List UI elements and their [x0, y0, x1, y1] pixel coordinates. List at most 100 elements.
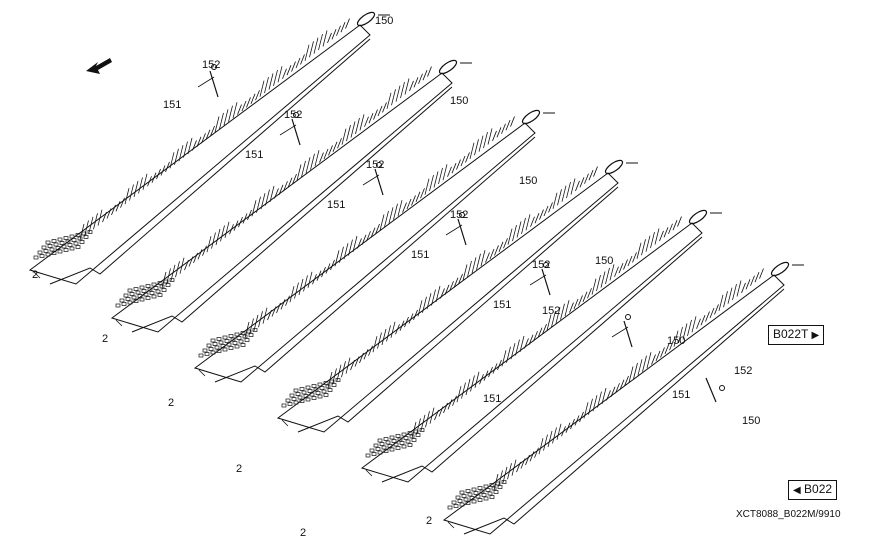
- sieve-fin: [260, 193, 266, 210]
- grid-cell: [407, 431, 413, 435]
- sieve-fin: [732, 283, 737, 301]
- sieve-fin: [395, 85, 401, 102]
- tray-flange: [381, 236, 703, 483]
- grid-cell: [297, 395, 303, 400]
- sieve-fin: [507, 228, 513, 245]
- sieve-fin: [584, 173, 589, 184]
- leader-line: [197, 76, 215, 88]
- sieve-fin: [255, 90, 260, 101]
- sieve-fin: [193, 252, 198, 264]
- grid-cell: [228, 334, 234, 338]
- sieve-fin: [440, 288, 445, 299]
- sieve-fin: [627, 255, 633, 267]
- sieve-fin: [515, 339, 520, 356]
- grid-cell: [121, 302, 127, 306]
- sieve-fin: [668, 223, 673, 234]
- sieve-fin: [588, 398, 593, 415]
- sieve-fin: [624, 375, 629, 387]
- sieve-fin: [418, 73, 423, 84]
- sieve-fin: [714, 304, 719, 315]
- sieve-fin: [443, 402, 448, 414]
- sieve-fin: [377, 332, 382, 349]
- sieve-fin: [470, 375, 475, 392]
- sieve-fin: [505, 120, 511, 131]
- grid-cell: [33, 255, 39, 260]
- prev-page-button[interactable]: ◀ B022: [788, 480, 838, 500]
- next-page-button[interactable]: B022T ▶: [768, 325, 825, 345]
- sieve-fin: [672, 220, 678, 231]
- grid-cell: [67, 243, 73, 247]
- sieve-fin: [569, 302, 574, 313]
- sieve-fin: [618, 263, 624, 274]
- sieve-fin: [247, 209, 252, 221]
- grid-cell: [65, 239, 71, 244]
- sieve-fin: [539, 209, 544, 220]
- sieve-fin: [295, 57, 301, 69]
- grid-cell: [79, 240, 85, 244]
- sieve-fin: [406, 198, 412, 210]
- sieve-fin: [485, 252, 490, 263]
- sieve-fin: [219, 112, 224, 130]
- sieve-fin: [214, 116, 220, 133]
- grid-cell: [87, 230, 93, 234]
- sieve-fin: [188, 256, 194, 267]
- sieve-fin: [251, 200, 257, 217]
- sieve-fin: [645, 235, 651, 252]
- sieve-fin: [262, 307, 268, 324]
- sieve-fin: [129, 184, 134, 201]
- sieve-fin: [201, 133, 206, 144]
- sieve-fin: [256, 196, 261, 213]
- sieve-fin: [420, 188, 425, 199]
- clip-icon: [459, 212, 465, 218]
- grid-cell: [489, 483, 495, 487]
- sieve-fin: [516, 461, 521, 473]
- sieve-fin: [579, 411, 584, 423]
- tray-flange: [214, 136, 536, 383]
- sieve-fin: [605, 267, 610, 285]
- sieve-fin: [390, 321, 396, 338]
- grid-cell: [395, 446, 401, 450]
- frame-part-label: 2: [168, 397, 175, 409]
- sieve-fin: [404, 316, 409, 328]
- sieve-fin: [452, 395, 457, 406]
- sieve-fin: [555, 307, 561, 324]
- sieve-fin: [336, 25, 341, 36]
- sieve-fin: [206, 236, 212, 253]
- grid-cell: [133, 299, 139, 303]
- sieve-fin: [175, 261, 180, 278]
- frame-part-label: 2: [102, 333, 109, 345]
- sieve-fin: [253, 314, 259, 331]
- sieve-fin: [552, 427, 557, 444]
- bolt-part-label: 150: [595, 255, 614, 267]
- grid-cell: [291, 397, 297, 401]
- grid-cell: [461, 494, 467, 498]
- sieve-fin: [364, 116, 369, 127]
- sieve-fin: [178, 145, 184, 162]
- grid-cell: [234, 344, 240, 349]
- leader-line: [445, 224, 463, 236]
- grid-cell: [473, 491, 479, 495]
- grid-cell: [145, 296, 151, 300]
- sieve-fin: [489, 248, 495, 260]
- sieve-fin: [115, 201, 121, 212]
- grid-cell: [323, 393, 329, 397]
- grid-cell: [315, 391, 321, 395]
- sieve-fin: [332, 368, 337, 385]
- grid-cell: [151, 294, 157, 299]
- tray-flange: [131, 86, 453, 333]
- grid-cell: [389, 447, 395, 452]
- sieve-fin: [372, 336, 378, 353]
- grid-cell: [305, 385, 311, 390]
- grid-cell: [151, 282, 157, 287]
- sieve-fin: [280, 299, 286, 310]
- grid-cell: [335, 378, 341, 382]
- grid-cell: [481, 493, 487, 497]
- sieve-fin: [434, 409, 439, 421]
- grid-cell: [59, 241, 65, 245]
- sieve-fin: [628, 366, 634, 383]
- sieve-fin: [375, 223, 380, 235]
- grid-cell: [419, 428, 425, 432]
- sieve-fin: [709, 307, 715, 319]
- sieve-fin: [238, 216, 243, 228]
- grid-cell: [153, 286, 159, 290]
